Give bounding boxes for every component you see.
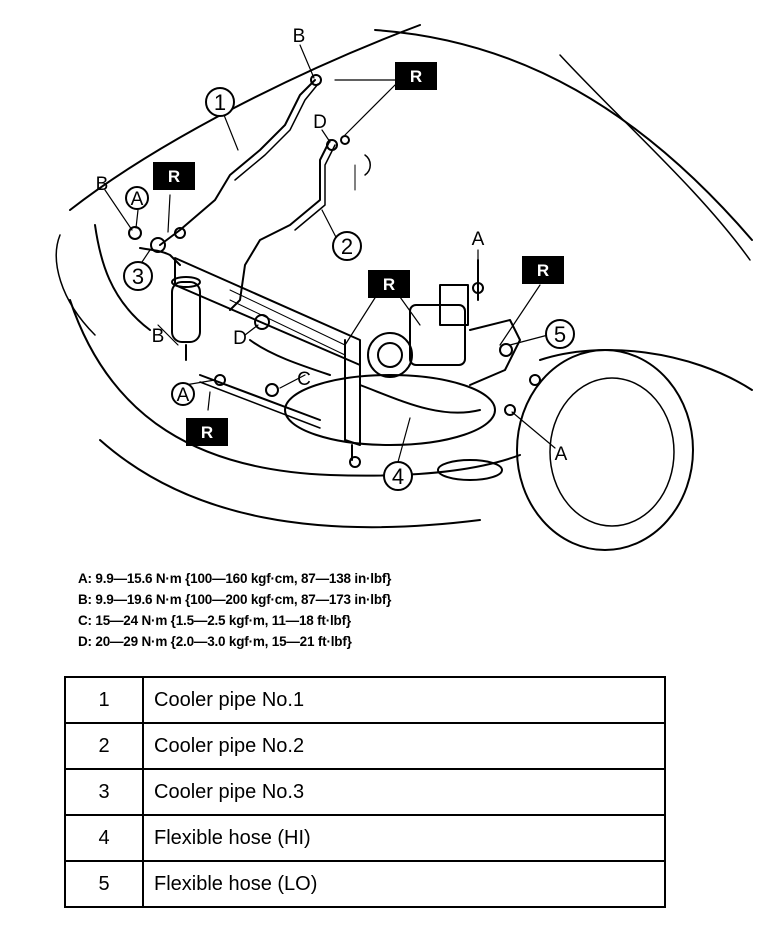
cooler-pipe-1 [159, 79, 316, 246]
flexible-hose-lo [469, 319, 521, 386]
label-b-top: B [293, 26, 306, 47]
callout-1-label: 1 [214, 90, 226, 115]
windshield-edge [374, 29, 753, 241]
r-box-right-label: R [537, 261, 549, 280]
compressor-body [409, 304, 466, 366]
r-box-bottom-label: R [201, 423, 213, 442]
label-d-top: D [313, 112, 327, 133]
callout-3 [123, 261, 153, 291]
callout-4 [383, 461, 413, 491]
fender-right [539, 349, 753, 391]
callout-a-circle-top [125, 186, 149, 210]
r-box-bottom [186, 418, 228, 446]
ac-cooler-pipe-diagram: 1 2 3 4 5 R R R R R B D B A B D C A A A [55, 24, 753, 551]
callout-5-label: 5 [554, 322, 566, 347]
table-row: 2 Cooler pipe No.2 [64, 722, 666, 770]
callout-a-circle-bottom [171, 382, 195, 406]
front-lip [99, 439, 481, 529]
cooler-pipe-3 [139, 247, 181, 266]
condenser-frame [344, 339, 361, 446]
callout-5 [545, 319, 575, 349]
table-row: 4 Flexible hose (HI) [64, 814, 666, 862]
part-number: 5 [64, 860, 144, 908]
label-a-bottom-right: A [555, 444, 568, 465]
flexible-hose-hi [359, 384, 481, 414]
part-number: 4 [64, 814, 144, 862]
r-box-right [522, 256, 564, 284]
hood-crease [559, 54, 751, 261]
r-box-top-left [153, 162, 195, 190]
hood-outline [69, 24, 421, 211]
label-b-left: B [96, 174, 109, 195]
table-row: 5 Flexible hose (LO) [64, 860, 666, 908]
bumper-side [55, 234, 96, 336]
part-name: Cooler pipe No.2 [142, 722, 666, 770]
table-row: 1 Cooler pipe No.1 [64, 676, 666, 724]
label-d-middle: D [233, 328, 247, 349]
part-name: Flexible hose (LO) [142, 860, 666, 908]
part-name: Cooler pipe No.3 [142, 768, 666, 816]
callout-2 [332, 231, 362, 261]
part-name: Flexible hose (HI) [142, 814, 666, 862]
callout-3-label: 3 [132, 264, 144, 289]
label-b-lower-left: B [152, 326, 165, 347]
part-number: 1 [64, 676, 144, 724]
callout-2-label: 2 [341, 234, 353, 259]
torque-spec-d: D: 20—29 N·m {2.0—3.0 kgf·m, 15—21 ft·lb… [78, 634, 352, 649]
part-number: 2 [64, 722, 144, 770]
table-row: 3 Cooler pipe No.3 [64, 768, 666, 816]
r-box-top-left-label: R [168, 167, 180, 186]
torque-specifications: A: 9.9—15.6 N·m {100—160 kgf·cm, 87—138 … [78, 568, 698, 652]
compressor-highlight [284, 374, 496, 446]
torque-spec-a: A: 9.9—15.6 N·m {100—160 kgf·cm, 87—138 … [78, 571, 392, 586]
part-name: Cooler pipe No.1 [142, 676, 666, 724]
label-a-bottom-left: A [177, 385, 190, 406]
r-box-middle [368, 270, 410, 298]
label-c: C [297, 369, 311, 390]
right-wheel [516, 349, 694, 551]
torque-spec-c: C: 15—24 N·m {1.5—2.5 kgf·m, 11—18 ft·lb… [78, 613, 351, 628]
torque-spec-b: B: 9.9—19.6 N·m {100—200 kgf·cm, 87—173 … [78, 592, 392, 607]
parts-table: 1 Cooler pipe No.1 2 Cooler pipe No.2 3 … [64, 676, 666, 908]
label-a-compressor: A [472, 229, 485, 250]
part-number: 3 [64, 768, 144, 816]
r-box-top-right-label: R [410, 67, 422, 86]
callout-1 [205, 87, 235, 117]
hood-front-edge [94, 224, 151, 331]
r-box-middle-label: R [383, 275, 395, 294]
compressor-pulley [367, 332, 413, 378]
r-box-top-right [395, 62, 437, 90]
receiver-drier [171, 281, 201, 343]
callout-4-label: 4 [392, 464, 404, 489]
cooler-pipe-2 [229, 139, 331, 311]
label-a-top-left: A [131, 189, 144, 210]
bumper-lower [69, 299, 521, 477]
headlight [437, 459, 503, 481]
